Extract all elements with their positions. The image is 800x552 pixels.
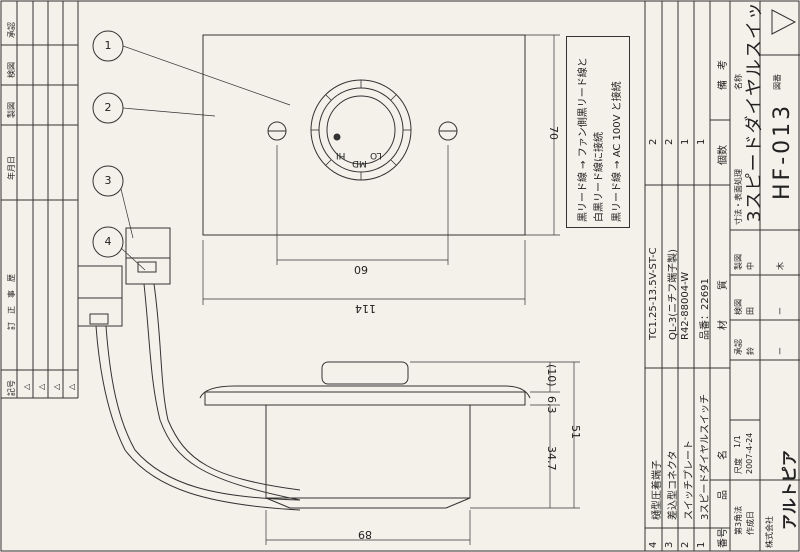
approve-label: 承認 [734,339,743,355]
callout-1: 1 [104,39,112,52]
date-label: 作成日 [746,511,755,535]
title-block-grid [644,1,800,551]
header-no: 番号 [718,528,729,548]
part-2-material: R42-88004-W [680,271,691,340]
checker: 田 [746,307,755,315]
side-view [199,361,531,509]
scale-label: 尺度 [734,458,743,474]
rev-header-no: 記号 [7,380,16,396]
dial-knurl [311,80,411,180]
part-3-no: 3 [664,541,675,548]
company-prefix: 株式会社 [765,516,774,548]
wiring-note-line-3: 黒リード線 → AC 100V と接続 [612,81,623,222]
wiring-note-line-1: 黒リード線 → ファン側黒リード線と [578,57,589,222]
rev-row-2: △ [37,383,46,390]
checker-2: ー [776,307,785,315]
date-value: 2007-4-24 [745,432,754,474]
company-name: アルトピア [780,450,799,530]
dim-height-side: 51 [569,425,582,439]
approver: 鈴 [746,347,755,355]
header-remarks: 備 考 [718,60,729,90]
rev-row-3: △ [52,383,61,390]
part-3-material: QL-3(ニチフ端子製) [668,248,679,340]
drawing-no-label: 図番 [773,74,782,90]
part-1-name: 3スピードダイヤルスイッチ [700,393,711,520]
revision-table-grid [1,1,79,399]
rev-header-checked: 検図 [7,62,16,78]
part-2-name: スイッチプレート [684,440,695,520]
part-4-no: 4 [648,541,659,548]
lead-wires [95,283,301,511]
part-2-qty: 1 [680,138,691,145]
check-label: 検図 [734,299,743,315]
dim-flange: 6.3 [545,396,558,414]
part-4-name: 樋型圧着端子 [652,460,663,520]
dim-width-side: 89 [358,528,372,541]
callout-circle-3 [92,165,124,197]
part-3-qty: 2 [664,138,675,145]
projection-label: 第3角法 [734,505,743,535]
dial-hi: HI [336,150,346,160]
dims-side [265,361,580,545]
projection-symbol [771,9,797,35]
callout-3: 3 [104,174,112,187]
part-1-no: 1 [696,541,707,548]
dims-top [202,34,560,305]
drafter: 中 [746,262,755,270]
connector-lower [77,265,123,327]
part-1-material: 品番：22691 [700,278,711,340]
part-3-name: 差込型コネクタ [668,450,679,520]
callout-4: 4 [104,235,112,248]
draw-label: 製図 [734,254,743,270]
dial-md: MD [352,158,367,168]
rev-row-4: △ [67,383,76,390]
header-name: 品 名 [718,450,729,500]
dim-hole-pitch: 60 [354,263,368,276]
drawing-number: HF-013 [770,102,795,200]
callout-2: 2 [104,101,112,114]
dim-knob: (10) [545,364,558,387]
part-1-qty: 1 [696,138,707,145]
wiring-note-box [566,36,630,228]
dim-height-top: 70 [547,126,560,140]
header-material: 材 質 [718,280,729,330]
approver-2: ー [776,347,785,355]
dim-body-height: 34.7 [545,446,558,471]
rev-header-history: 訂 正 事 歴 [7,274,16,330]
rev-row-1: △ [22,383,31,390]
rev-header-date: 年月日 [7,156,16,180]
header-qty: 個数 [718,145,729,165]
drafter-2: 木 [776,262,785,270]
drawing-title: 3スピードダイヤルスイッチ [744,0,765,222]
wiring-note-line-2: 白黒リード線に接続 [594,132,605,222]
dial-inner [326,95,396,165]
plate-top-view [202,34,526,236]
rev-header-drawn: 製図 [7,102,16,118]
dial-indicator [333,133,341,141]
part-4-material: TC1.25-13.5V-ST-C [648,247,659,340]
dim-width-top: 114 [355,302,376,315]
part-4-qty: 2 [648,138,659,145]
callout-circle-4 [92,226,124,258]
rev-header-approved: 承認 [7,22,16,38]
scale-value: 1/1 [733,435,742,448]
dial-lo: LO [370,150,382,160]
part-2-no: 2 [680,541,691,548]
connector-upper [125,227,171,285]
